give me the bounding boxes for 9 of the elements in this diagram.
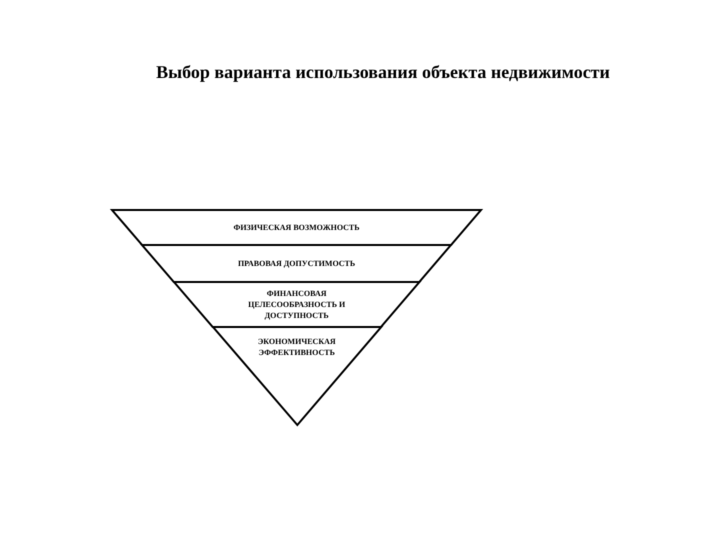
level-label: ФИНАНСОВАЯ ЦЕЛЕСООБРАЗНОСТЬ И ДОСТУПНОСТЬ: [247, 288, 346, 321]
level-label: ПРАВОВАЯ ДОПУСТИМОСТЬ: [236, 258, 356, 269]
pyramid-level: [142, 245, 452, 282]
pyramid-level: [112, 210, 481, 245]
level-label: ФИЗИЧЕСКАЯ ВОЗМОЖНОСТЬ: [232, 222, 361, 233]
level-label: ЭКОНОМИЧЕСКАЯ ЭФФЕКТИВНОСТЬ: [256, 336, 337, 358]
pyramid-apex-segment: [212, 327, 381, 425]
diagram-title: Выбор варианта использования объекта недвижимости: [155, 62, 611, 83]
pyramid-level: [174, 282, 420, 327]
